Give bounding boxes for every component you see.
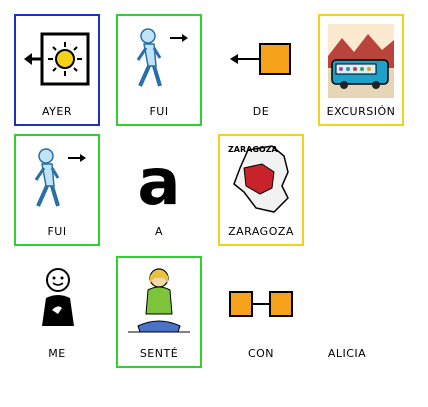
card-label: DE	[252, 105, 270, 118]
walking-person-icon	[124, 22, 194, 100]
letter-a-glyph: a	[137, 146, 180, 220]
card-label: FUI	[149, 105, 169, 118]
zaragoza-map-icon: ZARAGOZA	[226, 142, 296, 220]
arrow-from-square-icon	[226, 22, 296, 100]
card-con: CON	[218, 256, 304, 368]
card-label: EXCURSIÓN	[326, 105, 396, 118]
linked-squares-icon	[226, 264, 296, 342]
card-fui-2: FUI	[14, 134, 100, 246]
card-alicia: ALICIA	[304, 256, 390, 368]
card-label: CON	[247, 347, 275, 360]
card-zaragoza: ZARAGOZA ZARAGOZA	[218, 134, 304, 246]
card-label: FUI	[47, 225, 67, 238]
card-label: SENTÉ	[139, 347, 179, 360]
card-de: DE	[218, 14, 304, 126]
sun-left-arrow-icon	[22, 22, 92, 100]
card-label: A	[154, 225, 164, 238]
sitting-person-icon	[124, 264, 194, 342]
letter-a-icon: a	[124, 142, 194, 220]
card-label: ME	[48, 347, 66, 360]
card-fui: FUI	[116, 14, 202, 126]
card-label: ZARAGOZA	[228, 225, 294, 238]
card-a: a A	[116, 134, 202, 246]
walking-person-icon	[22, 142, 92, 220]
card-me: ME	[14, 256, 100, 368]
card-label: AYER	[42, 105, 72, 118]
self-pointing-person-icon	[22, 264, 92, 342]
card-sente: SENTÉ	[116, 256, 202, 368]
bus-trip-icon	[326, 22, 396, 100]
card-ayer: AYER	[14, 14, 100, 126]
card-label: ALICIA	[327, 347, 367, 360]
card-excursion: EXCURSIÓN	[318, 14, 404, 126]
map-caption: ZARAGOZA	[228, 145, 279, 154]
